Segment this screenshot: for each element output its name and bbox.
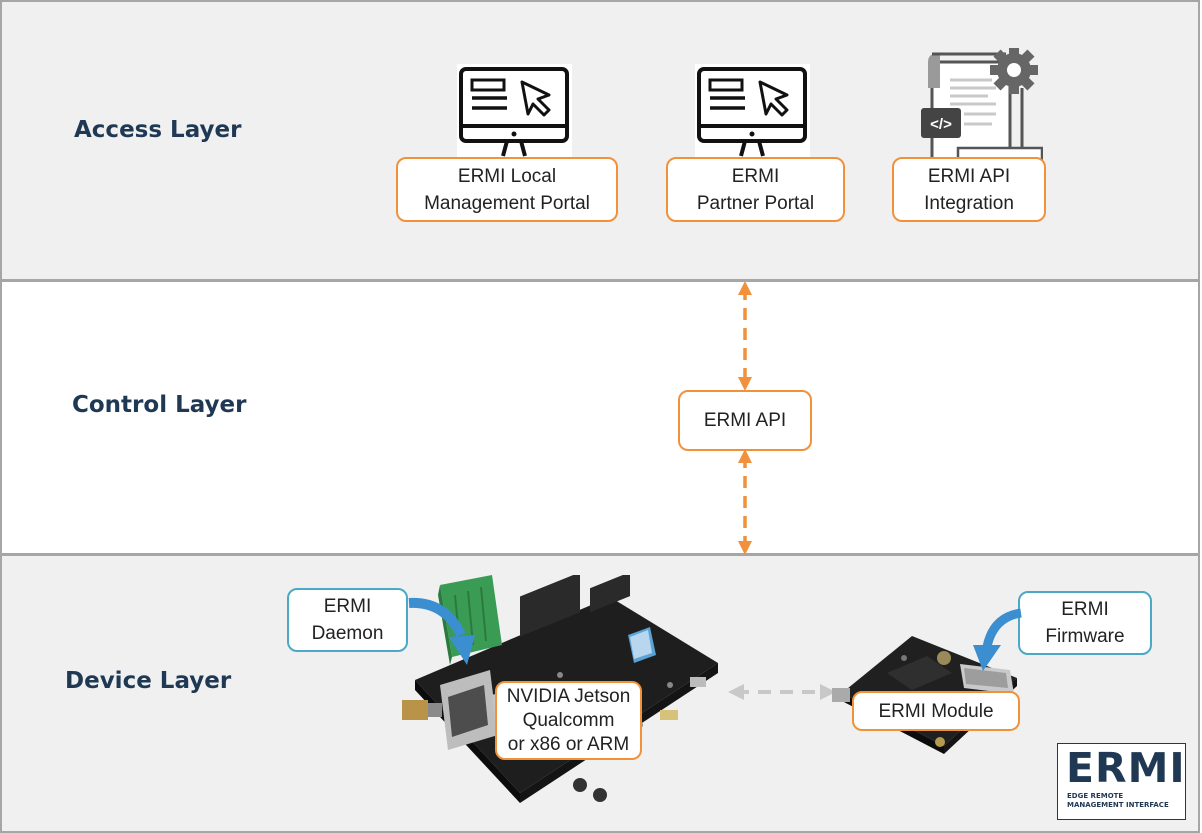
- monitor-cursor-icon: [695, 64, 810, 159]
- logo-tagline-2: MANAGEMENT INTERFACE: [1067, 801, 1169, 809]
- partner-portal-box: ERMI Partner Portal: [666, 157, 845, 222]
- control-connector-arrows: [738, 281, 752, 555]
- module-label: ERMI Module: [878, 700, 994, 722]
- device-layer-title: Device Layer: [65, 668, 232, 694]
- firmware-pointer-arrow: [973, 608, 1022, 671]
- api-integration-line-1: ERMI API: [927, 165, 1011, 187]
- local-portal-line-2: Management Portal: [424, 192, 590, 214]
- partner-portal-line-1: ERMI: [731, 165, 780, 187]
- logo-wordmark: ERMI: [1066, 744, 1186, 792]
- firmware-line-2: Firmware: [1045, 626, 1125, 647]
- board-line-1: NVIDIA Jetson: [506, 685, 631, 707]
- access-layer-title: Access Layer: [74, 117, 242, 143]
- module-link-arrow: [728, 684, 836, 700]
- logo-tagline-1: EDGE REMOTE: [1067, 792, 1124, 800]
- svg-text:</>: </>: [930, 116, 952, 133]
- control-layer-title: Control Layer: [72, 392, 247, 418]
- daemon-line-2: Daemon: [311, 623, 384, 644]
- ermi-daemon-callout: ERMI Daemon: [287, 588, 408, 652]
- ermi-module-box: ERMI Module: [852, 691, 1020, 731]
- ermi-logo: ERMI EDGE REMOTE MANAGEMENT INTERFACE: [1057, 743, 1186, 820]
- local-management-portal-box: ERMI Local Management Portal: [396, 157, 618, 222]
- daemon-line-1: ERMI: [323, 596, 372, 617]
- daemon-pointer-arrow: [408, 597, 475, 665]
- ermi-api-box: ERMI API: [678, 390, 812, 451]
- ermi-firmware-callout: ERMI Firmware: [1018, 591, 1152, 655]
- board-line-3: or x86 or ARM: [507, 733, 630, 755]
- compute-platform-box: NVIDIA Jetson Qualcomm or x86 or ARM: [495, 681, 642, 760]
- ermi-api-label: ERMI API: [703, 410, 787, 431]
- control-layer-band: [0, 280, 1200, 555]
- board-line-2: Qualcomm: [522, 709, 615, 731]
- monitor-cursor-icon: [457, 64, 572, 159]
- api-integration-box: ERMI API Integration: [892, 157, 1046, 222]
- api-integration-line-2: Integration: [924, 192, 1014, 214]
- firmware-line-1: ERMI: [1061, 599, 1109, 620]
- local-portal-line-1: ERMI Local: [457, 165, 557, 187]
- api-document-gear-icon: </>: [921, 48, 1043, 163]
- partner-portal-line-2: Partner Portal: [696, 192, 815, 214]
